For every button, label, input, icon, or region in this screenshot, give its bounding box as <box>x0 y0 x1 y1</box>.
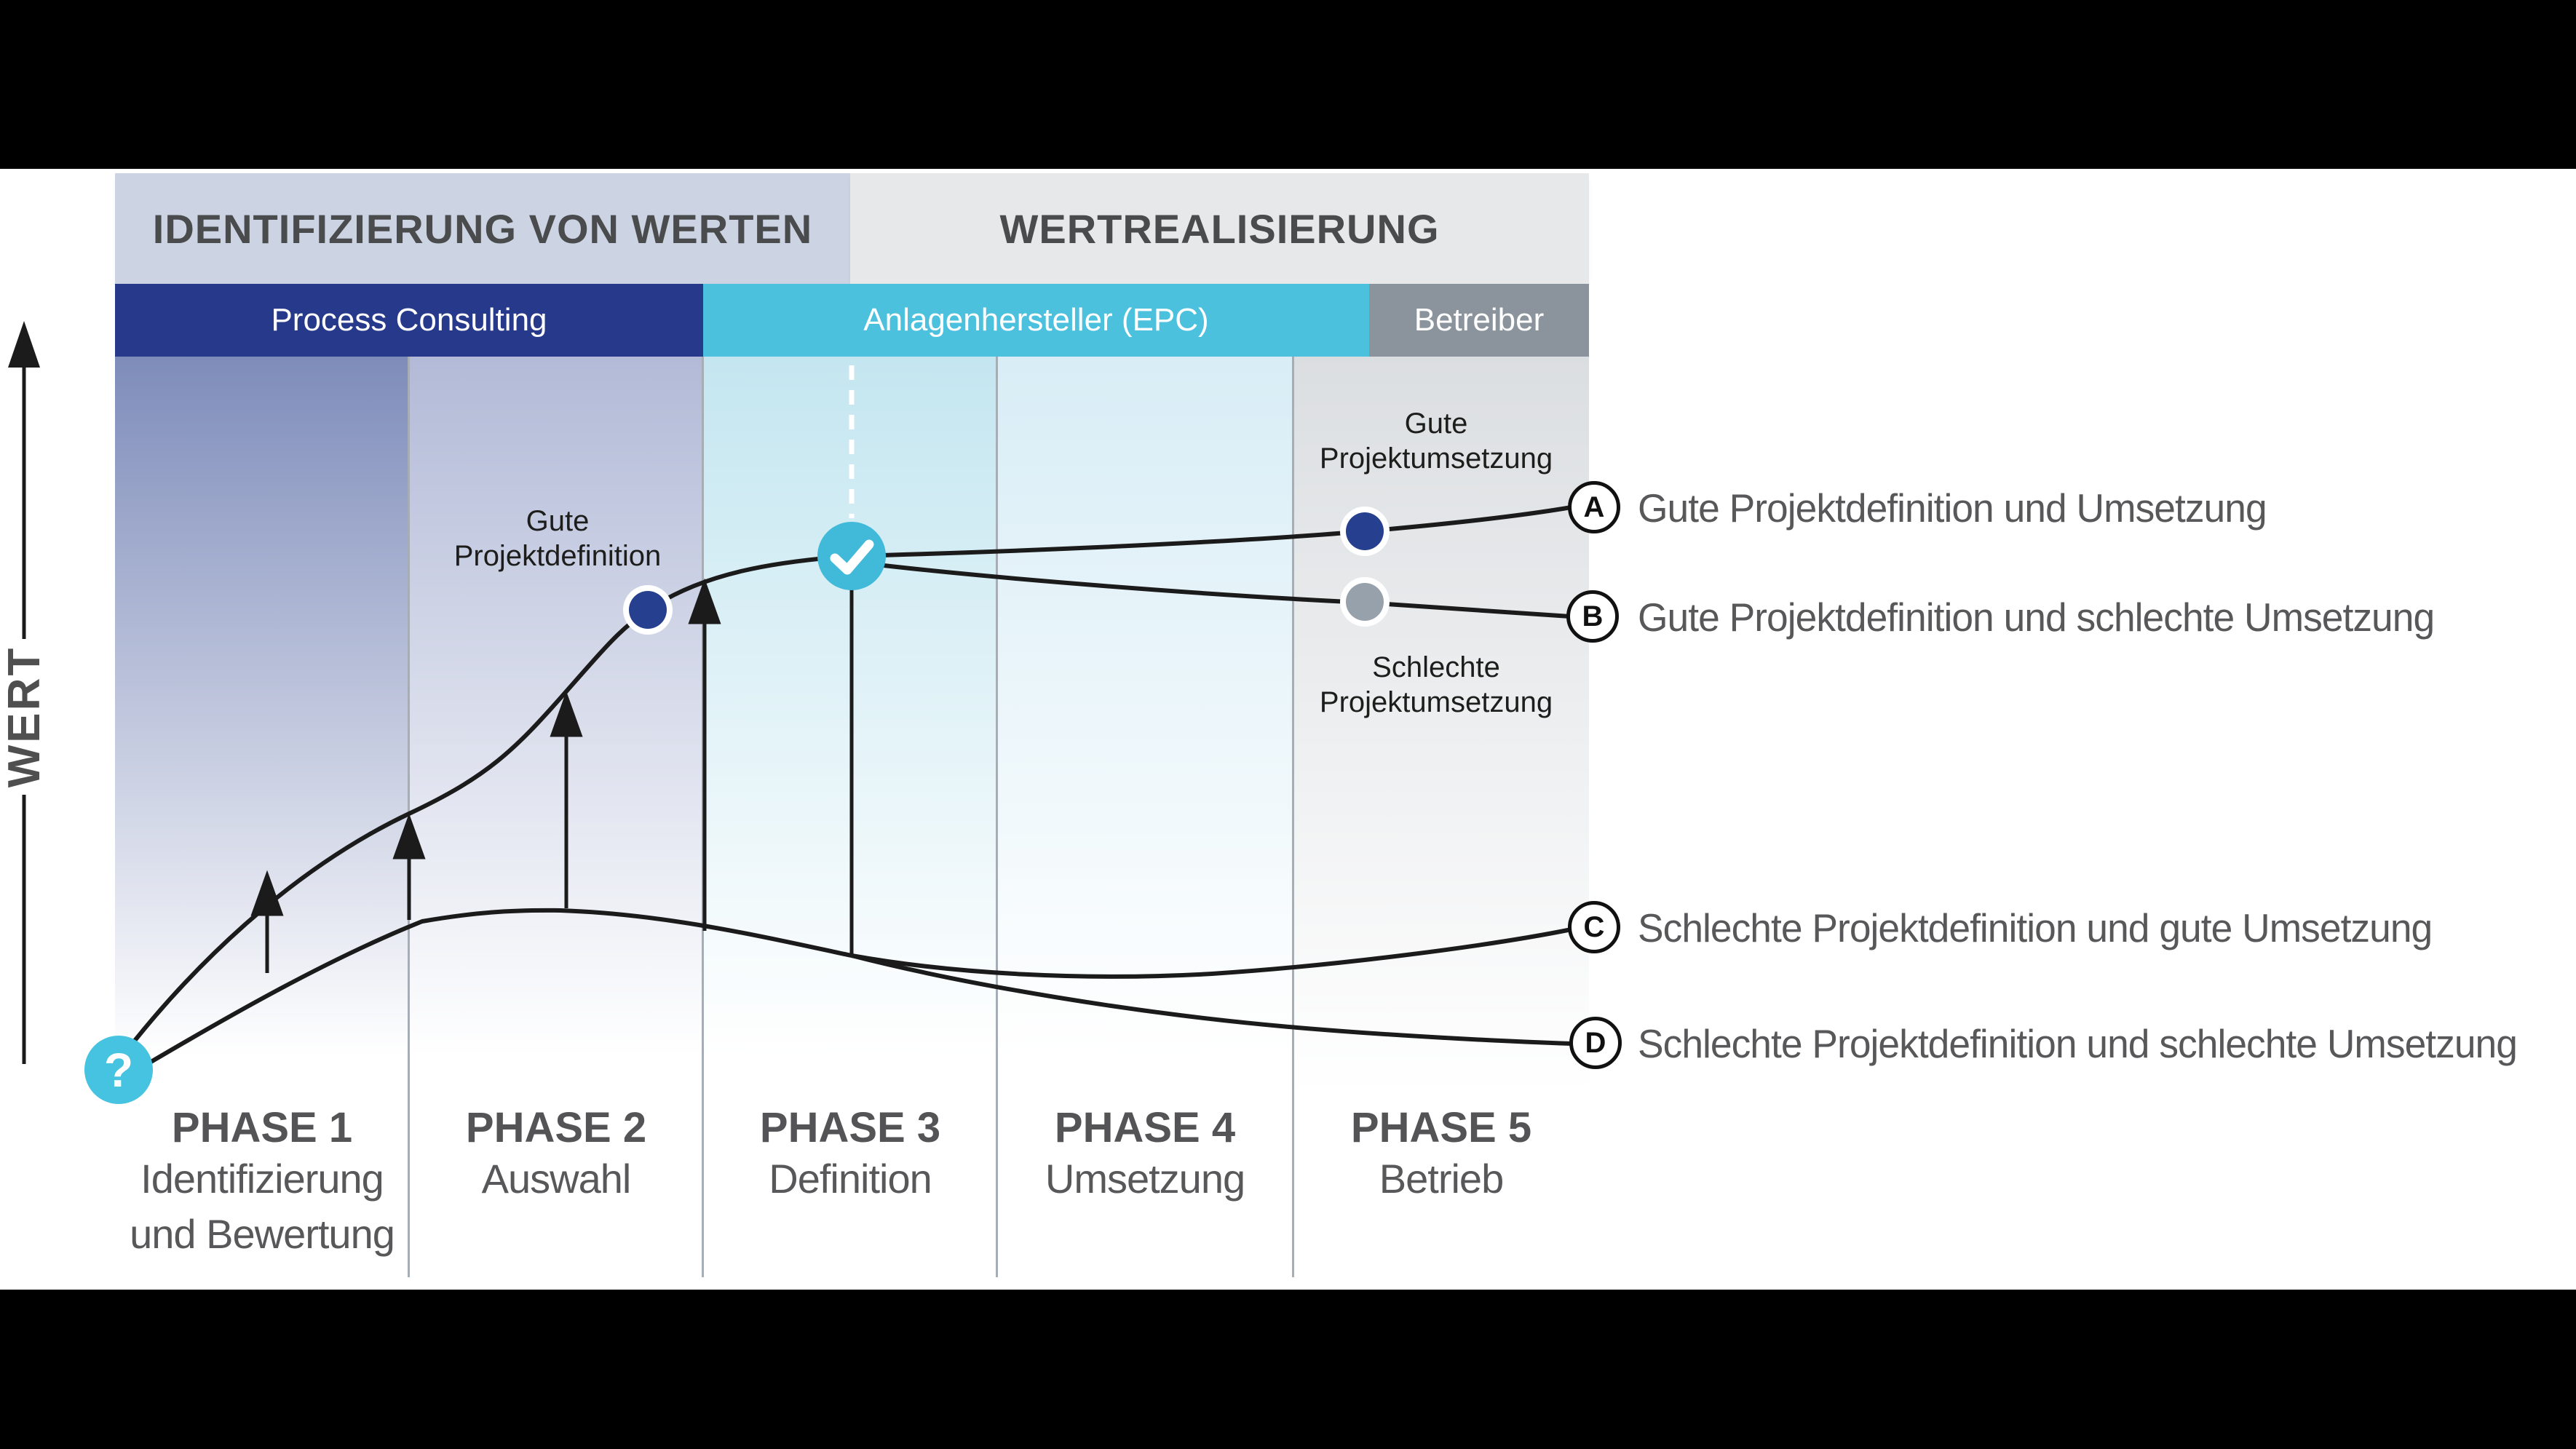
curve-c-bad-def-good-impl <box>851 927 1572 979</box>
legend-marker-d: D <box>1569 1017 1622 1069</box>
legend-label-a: Gute Projektdefinition und Umsetzung <box>1638 485 2267 531</box>
phase-subtitle: Umsetzung <box>1045 1156 1245 1202</box>
label-line: Projektumsetzung <box>1319 442 1553 475</box>
phase-separator-3-4 <box>996 357 998 1277</box>
question-icon: ? <box>84 1036 153 1104</box>
phase-3-label: PHASE 3 Definition <box>694 1105 1007 1207</box>
phase-title: PHASE 3 <box>759 1104 941 1151</box>
phase-title: PHASE 5 <box>1350 1104 1532 1151</box>
phase-separator-4-5 <box>1292 357 1294 1277</box>
label-line: Projektdefinition <box>453 540 662 572</box>
phase-title: PHASE 2 <box>465 1104 647 1151</box>
legend-marker-a: A <box>1568 481 1620 533</box>
phase-title: PHASE 4 <box>1054 1104 1236 1151</box>
check-glyph <box>830 539 874 575</box>
up-arrow-icon <box>250 870 284 916</box>
phase-4-label: PHASE 4 Umsetzung <box>988 1105 1301 1207</box>
curve-a-good-def-good-impl <box>849 505 1572 558</box>
curve-b-good-def-bad-impl <box>852 560 1571 619</box>
phase-subtitle: Auswahl <box>481 1156 632 1202</box>
up-arrow-icon <box>688 578 721 624</box>
milestone-dot-good-implementation <box>1340 507 1390 556</box>
label-bad-project-implementation: Schlechte Projektumsetzung <box>1269 650 1604 720</box>
phase-5-label: PHASE 5 Betrieb <box>1285 1105 1598 1207</box>
wert-axis-label: WERT <box>0 646 49 788</box>
phase-2-label: PHASE 2 Auswahl <box>400 1105 713 1207</box>
legend-label-d: Schlechte Projektdefinition und schlecht… <box>1638 1021 2518 1066</box>
legend-marker-c: C <box>1568 901 1620 953</box>
phase-title: PHASE 1 <box>171 1104 353 1151</box>
label-line: Schlechte <box>1372 651 1500 683</box>
phase-4-column <box>997 357 1293 1277</box>
milestone-dot-bad-implementation <box>1340 577 1390 627</box>
curve-bad-definition <box>124 908 852 1079</box>
phase-2-column <box>409 357 703 1277</box>
band-plant-manufacturer-epc: Anlagenhersteller (EPC) <box>703 284 1369 357</box>
legend-label-b: Gute Projektdefinition und schlechte Ums… <box>1638 595 2435 640</box>
phase-subtitle: Definition <box>769 1156 932 1202</box>
phase-1-column <box>115 357 409 1277</box>
label-good-project-definition: Gute Projektdefinition <box>390 504 725 573</box>
milestone-dot-good-definition <box>623 585 673 635</box>
question-glyph: ? <box>103 1043 134 1097</box>
axis-arrowhead-icon <box>8 321 40 368</box>
phase-subtitle: Betrieb <box>1379 1156 1504 1202</box>
value-gap-arrows <box>250 578 721 973</box>
label-line: Projektumsetzung <box>1319 686 1553 718</box>
header-value-realization: WERTREALISIERUNG <box>850 173 1589 284</box>
legend-marker-b: B <box>1566 590 1619 643</box>
phase-subtitle: und Bewertung <box>130 1211 395 1257</box>
phase-subtitle: Identifizierung <box>140 1156 384 1202</box>
band-process-consulting: Process Consulting <box>115 284 703 357</box>
legend-label-c: Schlechte Projektdefinition und gute Ums… <box>1638 905 2433 950</box>
label-line: Gute <box>1404 408 1468 440</box>
label-good-project-implementation: Gute Projektumsetzung <box>1269 406 1604 476</box>
check-icon <box>817 522 886 590</box>
up-arrow-icon <box>392 813 426 860</box>
up-arrow-icon <box>550 691 583 737</box>
band-operator: Betreiber <box>1369 284 1589 357</box>
phase-1-label: PHASE 1 Identifizierung und Bewertung <box>106 1105 419 1262</box>
curve-d-bad-def-bad-impl <box>851 953 1572 1046</box>
label-line: Gute <box>526 505 590 537</box>
curve-good-definition <box>114 554 851 1065</box>
header-value-identification: IDENTIFIZIERUNG VON WERTEN <box>115 173 850 284</box>
